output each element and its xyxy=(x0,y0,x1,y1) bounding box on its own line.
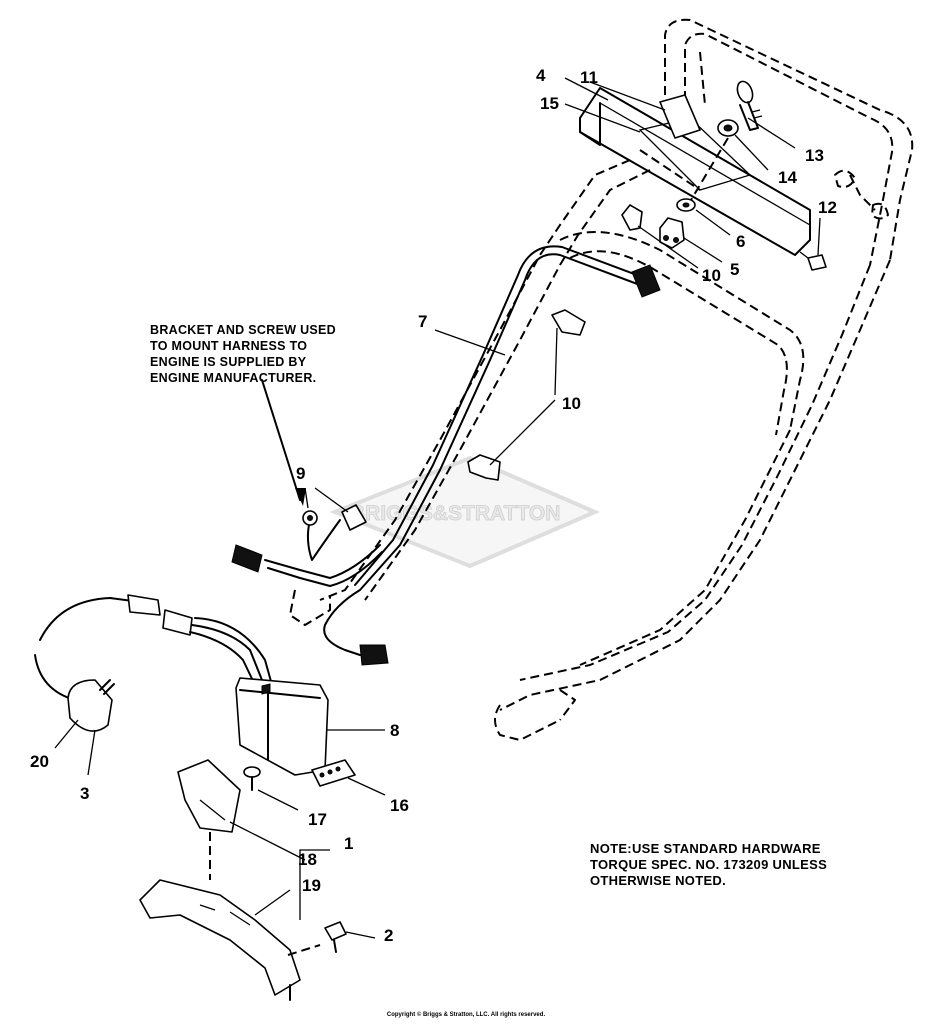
bracket-note-line: ENGINE IS SUPPLIED BY xyxy=(150,355,307,369)
callout-2: 2 xyxy=(384,926,394,945)
callout-20: 20 xyxy=(30,752,49,771)
clip-part-10-upper xyxy=(621,204,643,231)
callout-11: 11 xyxy=(580,68,598,87)
callout-9: 9 xyxy=(296,464,306,483)
bracket-note-line: ENGINE MANUFACTURER. xyxy=(150,371,317,385)
nut-part-14 xyxy=(717,119,739,137)
callout-4: 4 xyxy=(536,66,546,85)
hardware-note: NOTE:USE STANDARD HARDWARE TORQUE SPEC. … xyxy=(590,841,827,889)
screw-part-17 xyxy=(243,766,261,791)
wire-harness xyxy=(231,245,661,666)
callout-3: 3 xyxy=(80,784,90,803)
callout-17: 17 xyxy=(308,810,327,829)
clip-part-10-middle xyxy=(551,309,586,336)
control-panel xyxy=(579,87,811,256)
bolt-part-2 xyxy=(324,921,347,953)
callout-8: 8 xyxy=(390,721,400,740)
hardware-note-line: TORQUE SPEC. NO. 173209 UNLESS xyxy=(590,857,828,872)
callout-10a: 10 xyxy=(702,266,721,285)
callout-18: 18 xyxy=(298,850,317,869)
callout-16: 16 xyxy=(390,796,409,815)
leader-lines xyxy=(54,77,821,939)
copyright-text: Copyright © Briggs & Stratton, LLC. All … xyxy=(386,1012,546,1018)
clip-part-10-lower xyxy=(467,454,501,481)
washer-part-6 xyxy=(676,198,696,212)
battery-part-8 xyxy=(235,677,329,776)
battery-holder-part-18 xyxy=(177,759,241,880)
callout-6: 6 xyxy=(736,232,746,251)
callout-14: 14 xyxy=(778,168,797,187)
base-bracket-part-19 xyxy=(139,879,321,1001)
callout-13: 13 xyxy=(805,146,824,165)
callout-19: 19 xyxy=(302,876,321,895)
decal-part-11 xyxy=(659,94,701,139)
bracket-note-line: TO MOUNT HARNESS TO xyxy=(150,339,308,353)
callout-15: 15 xyxy=(540,94,559,113)
callout-10b: 10 xyxy=(562,394,581,413)
callout-7: 7 xyxy=(418,312,428,331)
callout-1: 1 xyxy=(344,834,354,853)
charger-cord xyxy=(34,594,273,701)
callout-12: 12 xyxy=(818,198,837,217)
screw-part-12 xyxy=(799,251,827,271)
ring-terminal-part-9 xyxy=(302,510,318,526)
terminal-block-part-16 xyxy=(311,759,356,787)
handle-outline xyxy=(289,18,914,741)
watermark-text: BRIGGS&STRATTON xyxy=(350,502,560,525)
hardware-note-line: OTHERWISE NOTED. xyxy=(590,873,727,888)
hardware-note-line: NOTE:USE STANDARD HARDWARE xyxy=(590,841,821,856)
bracket-note-line: BRACKET AND SCREW USED xyxy=(150,323,337,337)
callout-5: 5 xyxy=(730,260,740,279)
ignition-key xyxy=(736,80,763,131)
wall-plug-part-20 xyxy=(67,679,115,732)
bracket-note: BRACKET AND SCREW USED TO MOUNT HARNESS … xyxy=(150,322,336,386)
